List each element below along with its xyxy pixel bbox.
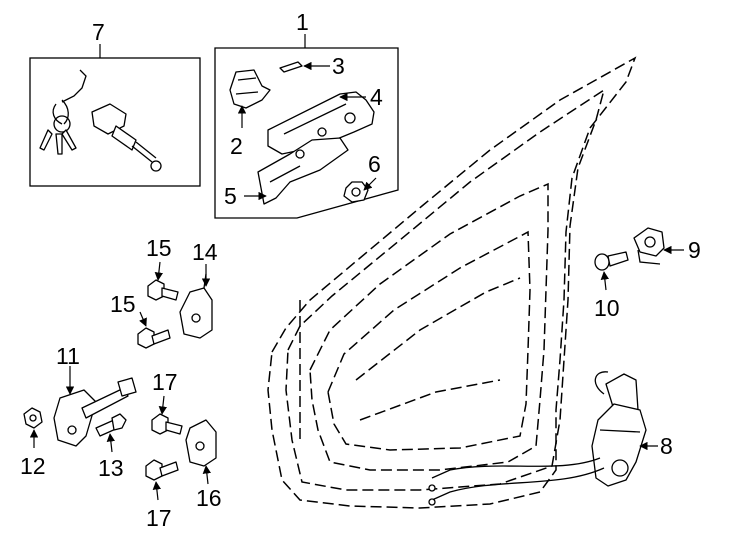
outside-handle [267, 91, 375, 155]
callout-15-lower: 15 [110, 291, 136, 317]
group-7-frame [29, 57, 201, 187]
screw-10 [594, 251, 629, 271]
callout-labels: 1 2 3 4 5 6 7 8 9 10 11 12 13 14 15 15 1… [20, 9, 701, 531]
bolt-15-upper [147, 279, 179, 301]
striker-9 [633, 227, 665, 265]
callout-14: 14 [192, 239, 218, 265]
callout-17-lower: 17 [146, 505, 172, 531]
callout-10: 10 [594, 295, 620, 321]
lock-cylinder-group [29, 44, 201, 187]
handle-base [229, 69, 271, 109]
handle-bracket [257, 137, 349, 205]
callout-15-upper: 15 [146, 235, 172, 261]
callout-7: 7 [92, 19, 105, 45]
callout-4: 4 [370, 84, 383, 110]
callout-12: 12 [20, 453, 46, 479]
callout-17-upper: 17 [152, 369, 178, 395]
outside-handle-group [214, 34, 399, 219]
nut-12 [23, 407, 43, 429]
group-1-frame [214, 47, 399, 219]
door-check-11 [53, 377, 137, 447]
callout-1: 1 [296, 9, 309, 35]
door-shell [267, 56, 637, 509]
callout-8: 8 [660, 433, 673, 459]
nut-6 [343, 181, 369, 203]
handle-pad [279, 61, 303, 73]
hinge-16 [185, 419, 217, 467]
callout-9: 9 [688, 237, 701, 263]
bolt-17-upper [151, 413, 183, 435]
bolt-13 [95, 413, 127, 437]
leader-lines [29, 61, 684, 501]
bolt-15-lower [137, 327, 171, 349]
hinge-14 [179, 273, 213, 339]
callout-2: 2 [230, 133, 243, 159]
key-set [39, 69, 87, 155]
callout-6: 6 [368, 151, 381, 177]
callout-3: 3 [332, 53, 345, 79]
callout-13: 13 [98, 455, 124, 481]
bolt-17-lower [145, 459, 179, 481]
callout-16: 16 [196, 485, 222, 511]
door-latch-8 [428, 371, 647, 506]
lock-cylinder [91, 103, 162, 172]
callout-5: 5 [224, 183, 237, 209]
callout-11: 11 [56, 343, 80, 369]
